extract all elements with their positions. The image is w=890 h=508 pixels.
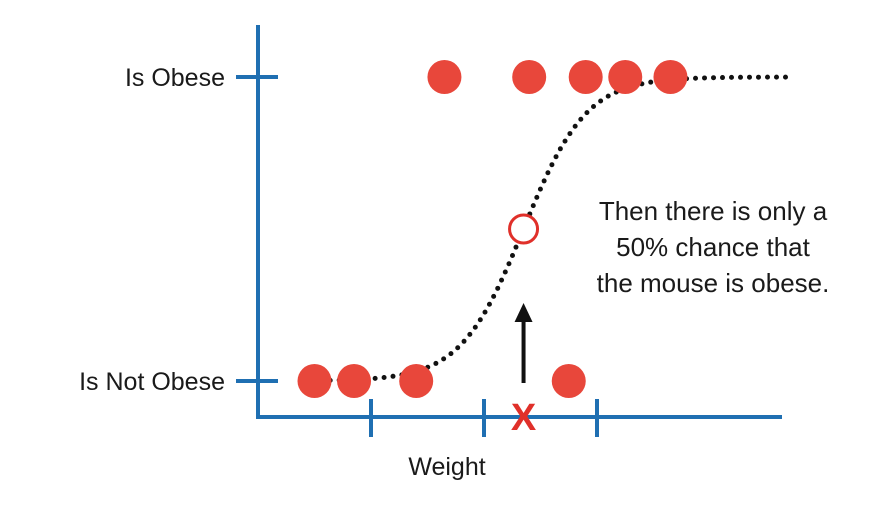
point-obese-4 <box>608 60 643 94</box>
y-label-not-obese: Is Not Obese <box>79 368 225 396</box>
annotation-line-1: Then there is only a <box>599 196 828 226</box>
annotation-line-3: the mouse is obese. <box>597 268 830 298</box>
x-ticks <box>369 399 599 437</box>
point-obese-3 <box>568 60 603 94</box>
sigmoid-curve <box>300 74 792 384</box>
point-obese-1 <box>427 60 462 94</box>
point-not-obese-2 <box>337 364 372 398</box>
x-marker: X <box>511 397 537 439</box>
point-not-obese-4 <box>551 364 586 398</box>
point-obese-5 <box>653 60 688 94</box>
data-points <box>297 60 688 398</box>
annotation-line-2: 50% chance that <box>616 232 810 262</box>
point-not-obese-1 <box>297 364 332 398</box>
arrow-head-icon <box>514 303 533 322</box>
point-not-obese-3 <box>399 364 434 398</box>
sigmoid-curve-group <box>300 74 792 384</box>
point-obese-2 <box>512 60 547 94</box>
probability-point <box>508 213 540 245</box>
x-axis-label: Weight <box>408 453 485 481</box>
probe-group: X <box>508 213 540 439</box>
y-label-obese: Is Obese <box>125 64 225 92</box>
